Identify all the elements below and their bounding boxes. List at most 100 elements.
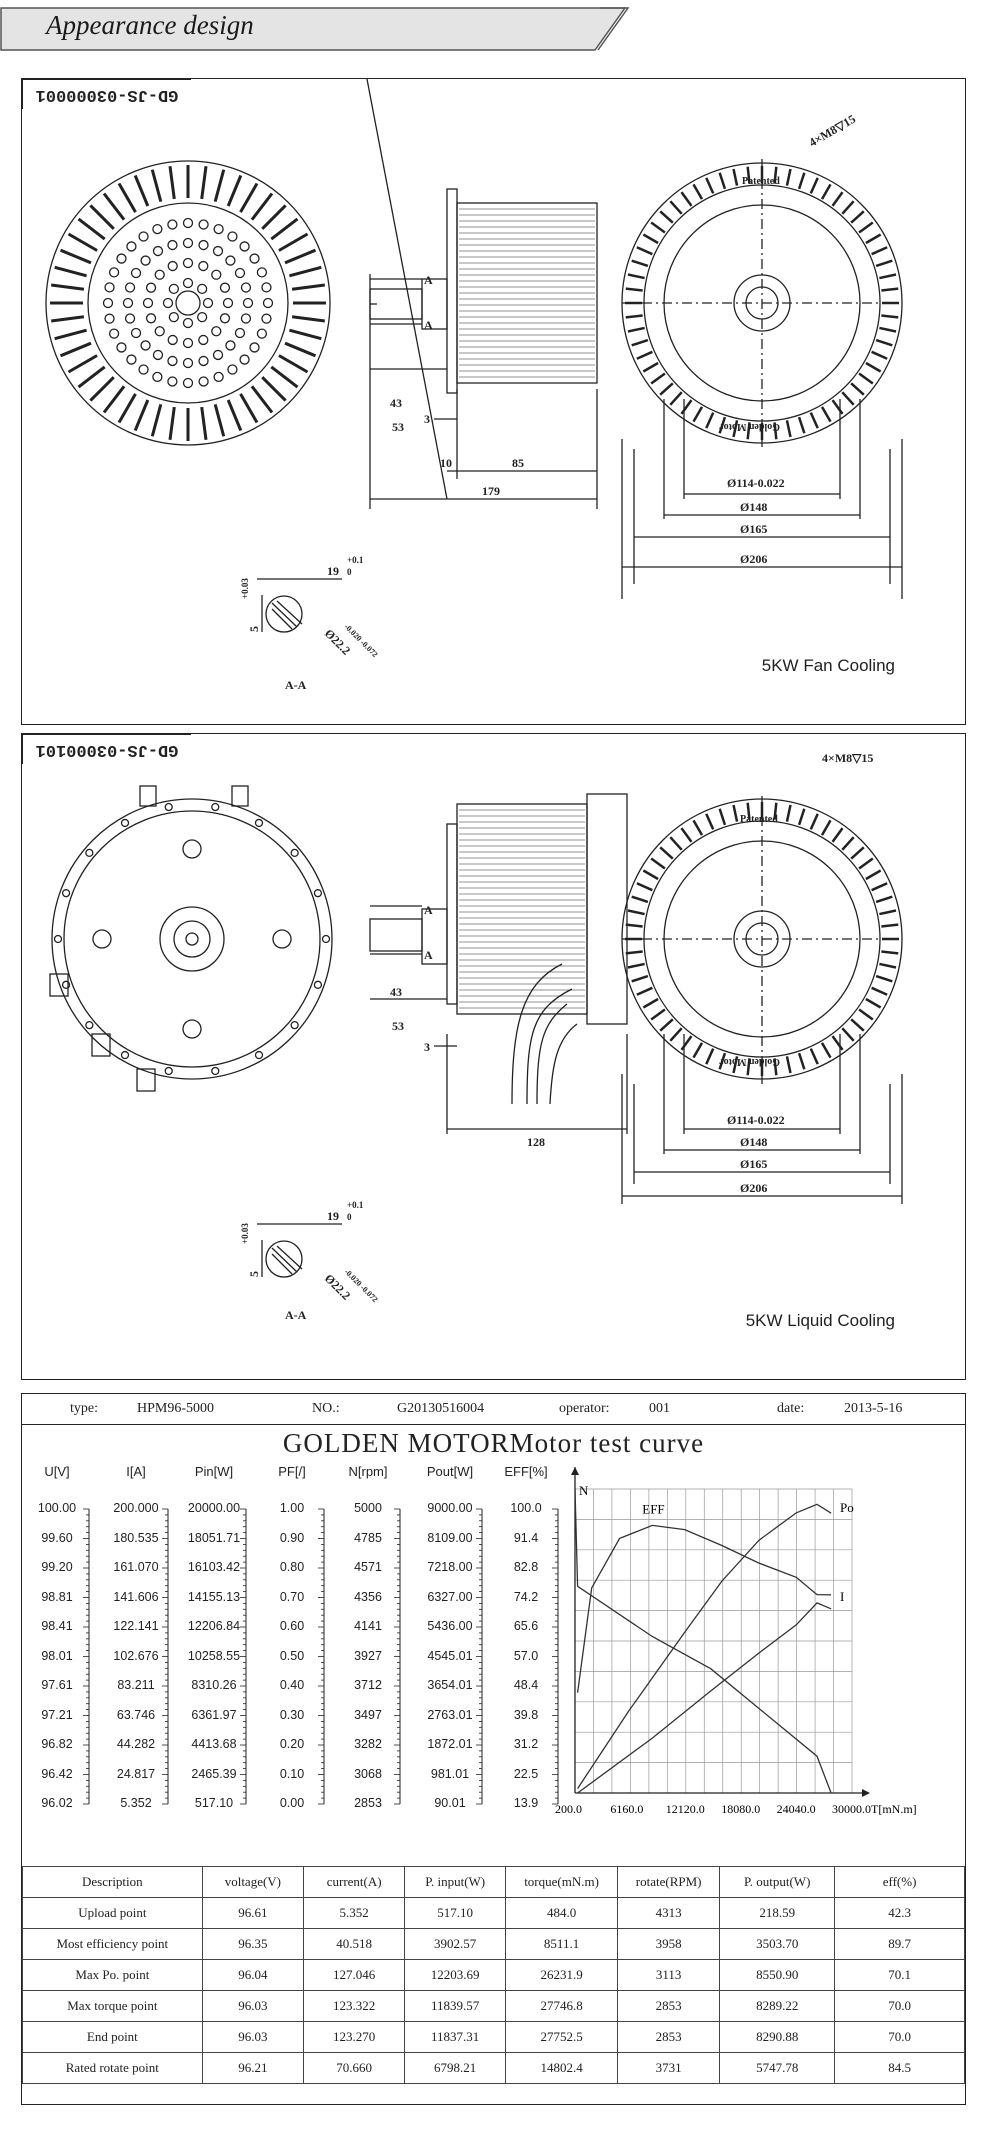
scale-value: 8109.00 [427, 1530, 473, 1545]
x-tick-label: 200.0 [555, 1802, 582, 1816]
series-line-i [577, 1602, 832, 1794]
table-cell: 96.04 [201, 1959, 305, 1991]
drawing-panel-liquid-cooling: GD-JS-03000101 [21, 733, 966, 1380]
table-header-cell: current(A) [303, 1866, 406, 1898]
scale-value: 13.9 [513, 1796, 539, 1810]
patented-mark: Patented [740, 814, 778, 825]
table-cell: Upload point [22, 1897, 203, 1929]
tol-section: -0.020 -0.072 [343, 1267, 380, 1304]
table-header-cell: eff(%) [834, 1866, 965, 1898]
drawing-caption: 5KW Liquid Cooling [745, 1311, 895, 1330]
golden-motor-mark: Golden Motor [719, 421, 780, 432]
operator-label: operator: [559, 1401, 610, 1416]
tol-section: -0.020 -0.072 [343, 622, 380, 659]
scale-value: 3927 [354, 1648, 382, 1663]
scale-value: 0.60 [279, 1619, 305, 1633]
series-label: I [840, 1589, 844, 1604]
scale-value: 8310.26 [191, 1678, 237, 1692]
table-cell: 8290.88 [719, 2021, 836, 2053]
scale-value: 4141 [354, 1619, 382, 1633]
table-cell: Rated rotate point [22, 2052, 203, 2084]
scale-value: 122.141 [113, 1619, 159, 1633]
scale-value: 0.10 [279, 1766, 305, 1781]
scale-value: 6327.00 [427, 1589, 473, 1604]
table-cell: 8289.22 [719, 1990, 836, 2022]
x-tick-label: 18080.0 [721, 1802, 760, 1816]
section-marker-a2: A [424, 318, 433, 332]
date-value: 2013-5-16 [844, 1401, 903, 1416]
scale-value: 141.606 [113, 1589, 159, 1604]
scale-value: 0.20 [279, 1737, 305, 1751]
table-header-cell: P. input(W) [404, 1866, 507, 1898]
scale-value: 2763.01 [427, 1707, 473, 1722]
scale-value: 98.01 [41, 1648, 73, 1663]
table-cell: 84.5 [834, 2052, 965, 2084]
dim-d165: Ø165 [740, 1157, 767, 1171]
table-cell: 70.0 [834, 1990, 965, 2022]
table-cell: 96.21 [201, 2052, 305, 2084]
dim-85: 85 [512, 456, 524, 470]
x-tick-label: 6160.0 [610, 1802, 643, 1816]
scale-value: 200.000 [113, 1501, 159, 1515]
dim-128: 128 [527, 1135, 545, 1149]
table-cell: 3731 [617, 2052, 721, 2084]
scale-value: 1.00 [279, 1501, 305, 1515]
type-label: type: [70, 1401, 98, 1416]
dim-d206: Ø206 [740, 1181, 767, 1195]
hole-spec: 4×M8▽15 [807, 112, 859, 150]
scale-value: 4356 [354, 1589, 382, 1604]
scale-value: 0.70 [279, 1589, 305, 1604]
report-title: GOLDEN MOTORMotor test curve [282, 1428, 705, 1458]
motor-test-report: type: HPM96-5000 NO.: G20130516004 opera… [21, 1393, 966, 2105]
dim-43: 43 [390, 985, 402, 999]
table-cell: 26231.9 [505, 1959, 619, 1991]
scale-value: 3068 [354, 1766, 382, 1781]
series-label: N [579, 1483, 589, 1498]
scale-value: 9000.00 [427, 1501, 473, 1515]
dim-5: 5 [247, 626, 261, 632]
x-tick-label: 12120.0 [666, 1802, 705, 1816]
scale-value: 981.01 [430, 1766, 470, 1781]
scale-value: 83.211 [117, 1678, 155, 1692]
table-cell: 96.35 [201, 1928, 305, 1960]
scale-value: 3654.01 [427, 1678, 473, 1692]
table-cell: 127.046 [303, 1959, 406, 1991]
tol-plus-003: +0.03 [240, 578, 250, 599]
table-cell: 3958 [617, 1928, 721, 1960]
table-cell: Most efficiency point [22, 1928, 203, 1960]
scale-value: 97.61 [41, 1678, 73, 1692]
tol-zero: 0 [347, 1212, 352, 1222]
date-label: date: [777, 1401, 805, 1416]
scale-header: N[rpm] [348, 1464, 388, 1479]
dim-d148: Ø148 [740, 500, 767, 514]
table-cell: 484.0 [505, 1897, 619, 1929]
table-cell: End point [22, 2021, 203, 2053]
x-tick-label: 30000.0T[mN.m] [832, 1802, 917, 1816]
dim-d114: Ø114-0.022 [727, 476, 785, 490]
scale-value: 12206.84 [187, 1619, 241, 1633]
table-cell: 517.10 [404, 1897, 507, 1929]
table-cell: 70.1 [834, 1959, 965, 1991]
dim-d165: Ø165 [740, 522, 767, 536]
table-cell: 218.59 [719, 1897, 836, 1929]
golden-motor-mark: Golden Motor [719, 1056, 780, 1067]
scale-value: 57.0 [513, 1648, 539, 1663]
scale-value: 99.20 [41, 1560, 73, 1574]
table-cell: 27746.8 [505, 1990, 619, 2022]
scale-value: 10258.55 [187, 1648, 241, 1663]
table-cell: 27752.5 [505, 2021, 619, 2053]
dim-53: 53 [392, 1019, 404, 1033]
table-cell: 11837.31 [404, 2021, 507, 2053]
scale-value: 0.00 [279, 1796, 305, 1810]
section-label: A-A [285, 678, 307, 692]
dim-d114: Ø114-0.022 [727, 1113, 785, 1127]
table-cell: 14802.4 [505, 2052, 619, 2084]
scale-value: 96.82 [41, 1737, 73, 1751]
scale-value: 2853 [354, 1796, 382, 1810]
scale-value: 0.40 [279, 1678, 305, 1692]
